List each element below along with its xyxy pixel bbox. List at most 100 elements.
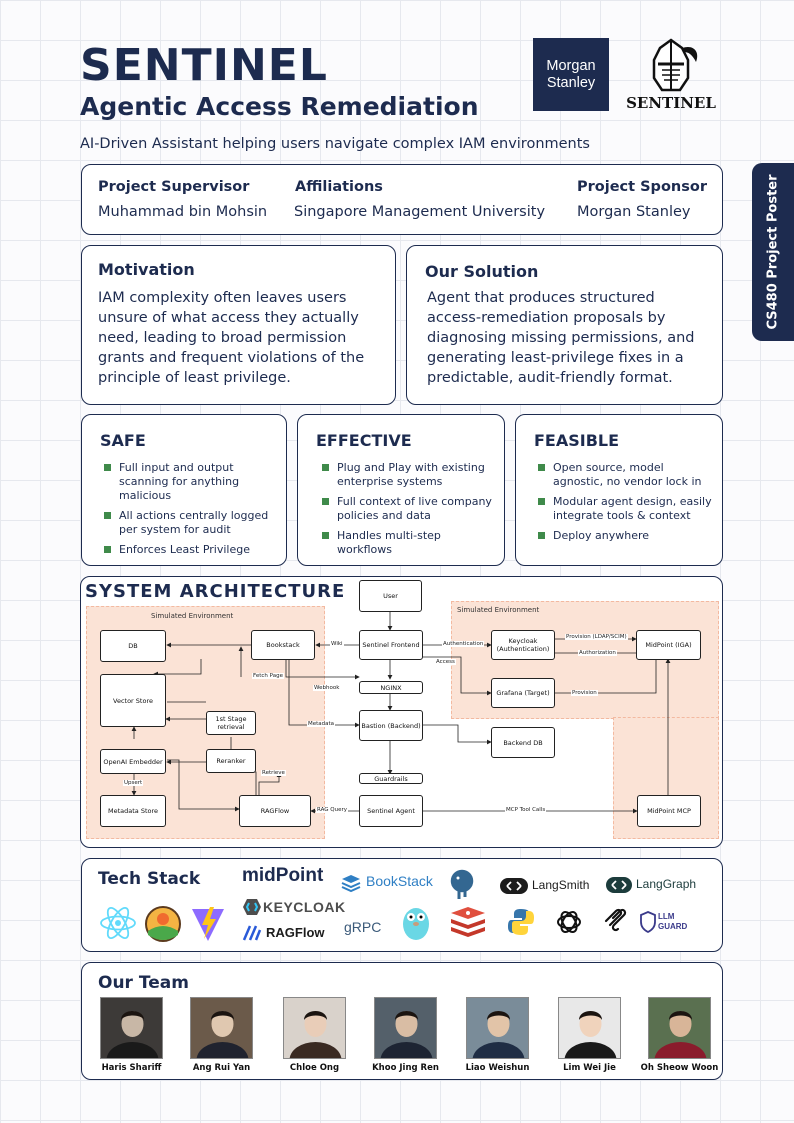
keycloak-icon xyxy=(243,899,261,915)
solution-line: generating least-privilege fixes in a xyxy=(427,350,684,366)
pillar-title: EFFECTIVE xyxy=(316,431,412,450)
midpoint-logo: midPoint xyxy=(242,865,324,886)
team-member-name: Ang Rui Yan xyxy=(192,1063,251,1073)
person-icon xyxy=(289,1011,342,1058)
sentinel-logo: SENTINEL xyxy=(622,38,720,116)
arch-node-stage1: 1st Stage retrieval xyxy=(206,711,256,735)
pillar-item: All actions centrally logged per system … xyxy=(104,509,276,537)
langgraph-logo: LangGraph xyxy=(606,876,716,894)
keycloak-label: KEYCLOAK xyxy=(263,899,346,915)
postgresql-icon xyxy=(449,868,475,899)
langgraph-label: LangGraph xyxy=(636,877,697,891)
team-member-photo xyxy=(190,997,253,1059)
sponsor-name: Morgan Stanley xyxy=(577,204,691,220)
pillar-item: Plug and Play with existing enterprise s… xyxy=(322,461,494,489)
langgraph-icon xyxy=(606,877,632,893)
team-member-photo xyxy=(466,997,529,1059)
pillar-title: FEASIBLE xyxy=(534,431,620,450)
pillar-item: Full input and output scanning for anyth… xyxy=(104,461,276,503)
motivation-card: Motivation IAM complexity often leaves u… xyxy=(81,245,396,405)
logo-line-1: Morgan xyxy=(546,57,596,74)
motivation-line: grants and frequent violations of the xyxy=(98,350,365,366)
edge-label: Wiki xyxy=(330,641,344,647)
pillar-feasible: FEASIBLE Open source, model agnostic, no… xyxy=(515,414,723,566)
grpc-logo: gRPC xyxy=(344,919,382,935)
person-icon xyxy=(106,1011,159,1058)
sponsor-label: Project Sponsor xyxy=(577,179,707,195)
arch-node-ragflow: RAGFlow xyxy=(239,795,311,827)
solution-line: Agent that produces structured xyxy=(427,290,655,306)
langsmith-label: LangSmith xyxy=(532,878,590,892)
go-gopher-icon xyxy=(403,908,429,940)
pillar-item: Modular agent design, easily integrate t… xyxy=(538,495,712,523)
arch-node-backend-db: Backend DB xyxy=(491,727,555,758)
vite-icon xyxy=(192,907,224,941)
ragflow-icon xyxy=(242,925,262,941)
team-member-photo xyxy=(100,997,163,1059)
solution-line: diagnosing missing permissions, and xyxy=(427,330,695,346)
poster-tagline: AI-Driven Assistant helping users naviga… xyxy=(80,136,590,152)
team-member-name: Chloe Ong xyxy=(289,1063,340,1073)
mcp-icon xyxy=(604,908,627,932)
tech-stack-box: Tech Stack midPoint BookStack LangSmith … xyxy=(81,858,723,952)
team-member-photo xyxy=(283,997,346,1059)
llm-guard-line-2: GUARD xyxy=(658,922,688,931)
affiliations-value: Singapore Management University xyxy=(294,204,546,220)
edge-label: Access xyxy=(435,659,456,665)
project-info-box: Project Supervisor Muhammad bin Mohsin A… xyxy=(81,164,723,235)
arch-node-metadata-store: Metadata Store xyxy=(100,795,166,827)
zustand-icon xyxy=(145,906,181,942)
edge-label: Provision (LDAP/SCIM) xyxy=(565,634,628,640)
ragflow-logo: RAGFlow xyxy=(242,923,337,943)
motivation-text: IAM complexity often leaves users unsure… xyxy=(98,288,364,388)
arch-node-guardrails: Guardrails xyxy=(359,773,423,784)
person-icon xyxy=(472,1011,525,1058)
ragflow-label: RAGFlow xyxy=(266,925,325,940)
arch-node-bookstack: Bookstack xyxy=(251,630,315,660)
architecture-diagram: Simulated Environment Simulated Environm… xyxy=(80,576,723,848)
team-member-name: Oh Sheow Woon xyxy=(640,1063,719,1073)
person-icon xyxy=(654,1011,707,1058)
arch-node-midpoint: MidPoint (IGA) xyxy=(636,630,701,660)
team-member-name: Lim Wei Jie xyxy=(563,1063,616,1073)
edge-label: Authentication xyxy=(442,641,485,647)
arch-node-midpoint-mcp: MidPoint MCP xyxy=(637,795,701,827)
arch-node-reranker: Reranker xyxy=(206,749,256,773)
edge-label: Provision xyxy=(571,690,598,696)
openai-icon xyxy=(557,911,581,933)
motivation-line: unsure of what access they actually xyxy=(98,310,359,326)
solution-card: Our Solution Agent that produces structu… xyxy=(406,245,723,405)
arch-node-nginx: NGINX xyxy=(359,681,423,694)
logo-line-2: Stanley xyxy=(546,74,596,91)
pillar-item: Handles multi-step workflows xyxy=(322,529,494,557)
side-tab: CS480 Project Poster xyxy=(752,163,794,341)
edge-label: MCP Tool Calls xyxy=(505,807,547,813)
arch-node-keycloak: Keycloak (Authentication) xyxy=(491,630,555,660)
solution-line: access-remediation proposals by xyxy=(427,310,666,326)
solution-text: Agent that produces structured access-re… xyxy=(427,288,695,388)
team-member-name: Haris Shariff xyxy=(101,1063,162,1073)
arch-node-db: DB xyxy=(100,630,166,662)
edge-label: Retrieve xyxy=(261,770,286,776)
arch-node-user: User xyxy=(359,580,422,612)
pillar-list: Full input and output scanning for anyth… xyxy=(104,461,276,563)
pillar-item: Full context of live company policies an… xyxy=(322,495,494,523)
pillar-item: Enforces Least Privilege xyxy=(104,543,276,557)
bookstack-logo: BookStack xyxy=(340,871,458,893)
poster-title: SENTINEL xyxy=(80,40,328,91)
edge-label: Webhook xyxy=(313,685,341,691)
pillar-list: Plug and Play with existing enterprise s… xyxy=(322,461,494,563)
bookstack-icon xyxy=(341,875,361,893)
pillar-effective: EFFECTIVE Plug and Play with existing en… xyxy=(297,414,505,566)
arch-node-grafana: Grafana (Target) xyxy=(491,678,555,708)
solution-title: Our Solution xyxy=(425,262,539,281)
supervisor-label: Project Supervisor xyxy=(98,179,250,195)
zone-label: Simulated Environment xyxy=(151,612,234,620)
arch-node-bastion: Bastion (Backend) xyxy=(359,710,423,741)
knight-helmet-icon xyxy=(652,38,698,92)
motivation-line: IAM complexity often leaves users xyxy=(98,290,347,306)
poster-subtitle: Agentic Access Remediation xyxy=(80,92,479,121)
arch-node-vector-store: Vector Store xyxy=(100,674,166,727)
edge-label: Upsert xyxy=(123,780,144,786)
motivation-line: need, leading to broad permission xyxy=(98,330,347,346)
